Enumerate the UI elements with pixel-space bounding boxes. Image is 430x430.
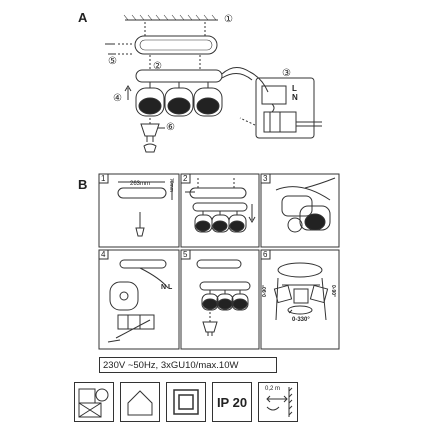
symbol-indoor-use <box>120 382 160 422</box>
section-label-b: B <box>78 177 88 192</box>
step-1: 1 <box>101 174 106 183</box>
symbol-ip-rating: IP 20 <box>212 382 252 422</box>
house-icon <box>127 390 153 416</box>
callout-5: ⑤ <box>108 56 117 67</box>
insulation-warning-icon <box>78 388 109 418</box>
rotation-label: 0-330° <box>292 317 310 323</box>
tilt-label-left: 0-90° <box>262 285 268 298</box>
wire-label-n: N <box>292 93 298 102</box>
spot-head-2 <box>164 82 194 117</box>
callout-3: ③ <box>282 68 291 79</box>
panel-6 <box>260 249 340 350</box>
wiring-inset <box>255 77 315 139</box>
panel-3 <box>260 173 340 248</box>
callout-4: ④ <box>113 93 122 104</box>
dimension-height: 70mm <box>168 178 174 192</box>
gu10-bulb <box>140 123 160 137</box>
spot-head-1 <box>135 82 165 117</box>
callout-6: ⑥ <box>166 122 175 133</box>
section-a-diagram <box>105 14 322 153</box>
panel-1 <box>98 173 180 248</box>
symbol-class-ii <box>166 382 206 422</box>
wire-label-nl: N L <box>161 284 173 291</box>
step-3: 3 <box>263 174 268 183</box>
wire-label-l: L <box>292 84 297 93</box>
step-6: 6 <box>263 250 268 259</box>
panel-2 <box>180 173 260 248</box>
dimension-length: 263mm <box>130 181 151 187</box>
step-5: 5 <box>183 250 188 259</box>
step-2: 2 <box>183 174 188 183</box>
min-distance-label: 0,2 m <box>265 386 281 392</box>
mounting-plate <box>134 35 218 55</box>
section-label-a: A <box>78 10 88 25</box>
callout-1: ① <box>224 14 233 25</box>
symbol-not-for-insulation-ceiling <box>74 382 114 422</box>
callout-2: ② <box>153 61 162 72</box>
ceiling-hatch <box>123 14 217 21</box>
step-4: 4 <box>101 250 106 259</box>
min-distance-icon <box>266 387 293 417</box>
tilt-label-right: 0-90° <box>330 285 336 298</box>
double-square-icon <box>173 389 199 415</box>
panel-4 <box>98 249 180 350</box>
panel-5 <box>180 249 260 350</box>
spec-line: 230V ~50Hz, 3xGU10/max.10W <box>99 357 277 373</box>
spot-head-3 <box>193 82 223 117</box>
light-body <box>135 69 223 83</box>
symbol-min-distance: 0,2 m <box>258 382 298 422</box>
section-b-diagram <box>98 173 340 350</box>
